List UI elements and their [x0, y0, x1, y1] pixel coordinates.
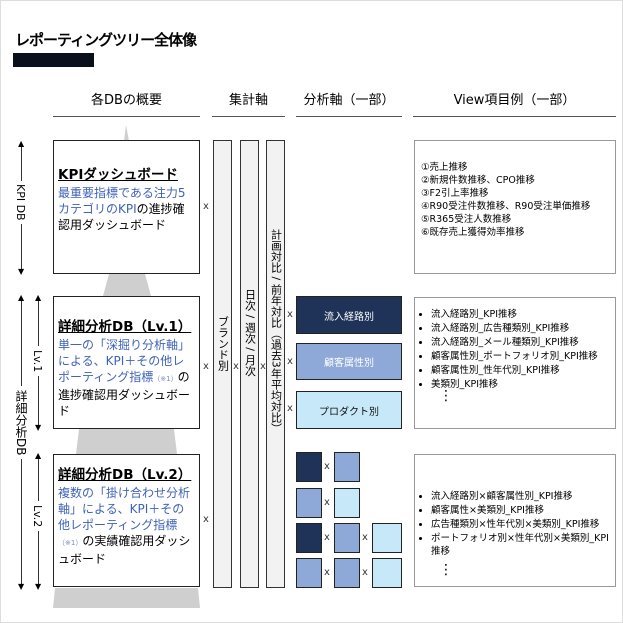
- cross-mark: x: [287, 356, 293, 367]
- arrow-down-icon: ▼: [18, 267, 25, 276]
- axis-product: プロダクト別: [296, 391, 402, 429]
- ellipsis: ⋮: [439, 388, 453, 404]
- header-analysis-axis: 分析軸（一部）: [296, 89, 402, 117]
- kpi-db-label: KPI DB: [14, 181, 27, 224]
- cross-mark: x: [203, 514, 209, 525]
- lv2-box-heading: 詳細分析DB（Lv.2）: [58, 467, 192, 483]
- lv1-box-blue-text: 単一の「深掘り分析軸」による、KPI＋その他レポーティング指標: [58, 338, 191, 384]
- arrow-down-icon: ▼: [35, 582, 42, 591]
- view-item: ①売上推移: [421, 162, 468, 173]
- combo-square-product: [372, 523, 402, 553]
- view-item: 流入経路別_広告種類別_KPI推移: [431, 322, 609, 335]
- pyramid-background: [53, 125, 200, 608]
- combo-square-product: [334, 488, 360, 518]
- cross-mark: x: [233, 361, 239, 372]
- view-item: 顧客属性×美類別_KPI推移: [431, 504, 609, 517]
- cross-mark: x: [324, 567, 330, 578]
- cross-mark: x: [324, 497, 330, 508]
- cross-mark: x: [362, 532, 368, 543]
- view-item: 流入経路別_メール種類別_KPI推移: [431, 336, 609, 349]
- cross-mark: x: [362, 567, 368, 578]
- view-item: ポートフォリオ別×性年代別×美類別_KPI推移: [431, 532, 609, 558]
- aggregation-comparison-bar: 計画対比 / 前年対比（過去3年平均対比）: [266, 140, 285, 588]
- cross-mark: x: [324, 532, 330, 543]
- arrow-up-icon: ▲: [18, 139, 25, 148]
- lv1-box-heading: 詳細分析DB（Lv.1）: [58, 319, 192, 335]
- combo-square-customer: [334, 452, 360, 482]
- combo-square-inflow: [296, 523, 322, 553]
- redacted-bar: [13, 53, 94, 67]
- view-box-lv1: 流入経路別_KPI推移 流入経路別_広告種類別_KPI推移 流入経路別_メール種…: [414, 297, 616, 429]
- combo-square-customer: [334, 523, 360, 553]
- cross-mark: x: [203, 201, 209, 212]
- view-box-kpi: ①売上推移 ②新規件数推移、CPO推移 ③F2引上率推移 ④R90受注件数推移、…: [414, 140, 616, 274]
- lv2-box-blue-text: 複数の「掛け合わせ分析軸」による、KPI＋その他レポーティング指標: [58, 486, 191, 532]
- aggregation-brand-bar: ブランド別: [213, 140, 232, 588]
- view-item: 流入経路別×顧客属性別_KPI推移: [431, 490, 609, 503]
- combo-square-customer: [296, 488, 322, 518]
- comparison-label: 計画対比 / 前年対比（過去3年平均対比）: [269, 229, 283, 434]
- view-item: 顧客属性別_ポートフォリオ別_KPI推移: [431, 350, 609, 363]
- view-box-lv2: 流入経路別×顧客属性別_KPI推移 顧客属性×美類別_KPI推移 広告種類別×性…: [414, 454, 616, 587]
- combo-square-inflow: [296, 452, 322, 482]
- kpi-box-blue-text: 最重要指標である注力5カテゴリのKPI: [58, 186, 186, 216]
- combo-square-customer: [296, 558, 322, 588]
- lv1-label: Lv.1: [31, 346, 44, 377]
- arrow-up-icon: ▲: [18, 293, 25, 302]
- detail-db-label: 詳細分析DB: [13, 386, 30, 460]
- kpi-box-text: の進捗確認用ダッシュボード: [58, 202, 185, 232]
- brand-label: ブランド別: [216, 316, 230, 371]
- view-item: ④R90受注件数推移、R90受注単価推移: [421, 201, 591, 212]
- lv1-note: （※1）: [153, 375, 178, 383]
- cross-mark: x: [287, 309, 293, 320]
- cross-mark: x: [203, 361, 209, 372]
- view-item: ⑤R365受注人数推移: [421, 214, 512, 225]
- view-item: 顧客属性別_性年代別_KPI推移: [431, 364, 609, 377]
- combo-square-customer: [334, 558, 360, 588]
- kpi-dashboard-box: KPIダッシュボード 最重要指標である注力5カテゴリのKPIの進捗確認用ダッシュ…: [53, 140, 200, 274]
- lv2-label: Lv.2: [31, 501, 44, 532]
- arrow-down-icon: ▼: [35, 423, 42, 432]
- lv1-box-text: の進捗確認用ダッシュボード: [58, 370, 191, 418]
- view-item: 広告種類別×性年代別×美類別_KPI推移: [431, 518, 609, 531]
- arrow-up-icon: ▲: [35, 451, 42, 460]
- aggregation-period-bar: 日次 / 週次 / 月次: [240, 140, 259, 588]
- axis-customer-attribute: 顧客属性別: [296, 343, 402, 380]
- lv2-note: （※1）: [58, 539, 83, 547]
- header-aggregation-axis: 集計軸: [212, 89, 285, 117]
- view-item: ②新規件数推移、CPO推移: [421, 175, 535, 186]
- view-item: ⑥既存売上獲得効率推移: [421, 227, 525, 238]
- axis-inflow-route: 流入経路別: [296, 296, 402, 334]
- cross-mark: x: [324, 461, 330, 472]
- arrow-up-icon: ▲: [35, 293, 42, 302]
- header-view-items: View項目例（一部）: [413, 89, 616, 117]
- view-item: 美類別_KPI推移: [431, 378, 609, 391]
- period-label: 日次 / 週次 / 月次: [243, 289, 257, 377]
- kpi-box-heading: KPIダッシュボード: [58, 167, 178, 183]
- cross-mark: x: [260, 361, 266, 372]
- detail-lv1-box: 詳細分析DB（Lv.1） 単一の「深掘り分析軸」による、KPI＋その他レポーティ…: [53, 296, 200, 429]
- page-title: レポーティングツリー全体像: [15, 31, 197, 49]
- header-db-overview: 各DBの概要: [53, 89, 200, 117]
- ellipsis: ⋮: [439, 562, 453, 578]
- lv2-box-text: の実績確認用ダッシュボード: [58, 534, 191, 566]
- arrow-down-icon: ▼: [18, 582, 25, 591]
- cross-mark: x: [287, 403, 293, 414]
- detail-lv2-box: 詳細分析DB（Lv.2） 複数の「掛け合わせ分析軸」による、KPI＋その他レポー…: [53, 454, 200, 587]
- combo-square-product: [372, 558, 402, 588]
- view-item: ③F2引上率推移: [421, 188, 489, 199]
- view-item: 流入経路別_KPI推移: [431, 308, 609, 321]
